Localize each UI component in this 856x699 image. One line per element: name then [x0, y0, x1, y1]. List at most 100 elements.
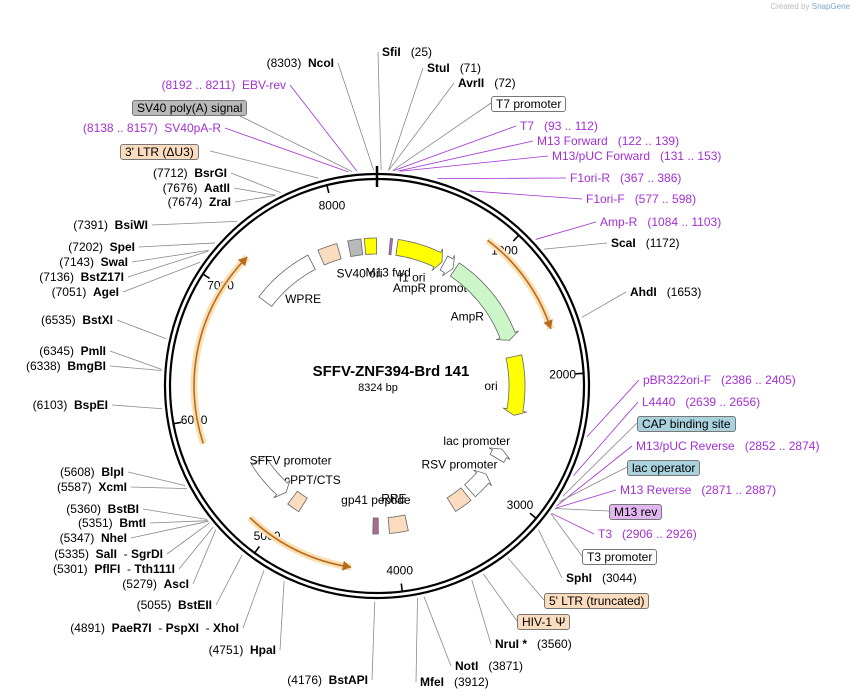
primer-m13pucforward: M13/pUC Forward (131 .. 153) [552, 149, 722, 163]
site-pmli: (6345) PmlI [39, 344, 106, 358]
feature-ori [502, 354, 527, 416]
site-bstz17i: (7136) BstZ17I [39, 270, 124, 284]
site-bsrgi: (7712) BsrGI [152, 166, 227, 180]
site-paer7i: (4891) PaeR7I - PspXI - XhoI [70, 621, 239, 635]
feature-lac-promoter [488, 447, 511, 463]
leader-line [130, 486, 187, 490]
primer-m13reverse: M13 Reverse (2871 .. 2887) [620, 483, 777, 497]
leader-line [209, 150, 319, 179]
leader-line [138, 242, 216, 248]
feature-label: ori [484, 379, 497, 393]
leader-line [130, 520, 209, 539]
leader-line [559, 466, 628, 503]
leader-line [109, 365, 162, 371]
site-stui: StuI (71) [427, 61, 482, 75]
leader-line [221, 106, 353, 172]
tick-3000 [529, 512, 537, 519]
leader-line [393, 125, 517, 172]
credit: Created by SnapGene [770, 2, 850, 11]
leader-line [554, 489, 617, 509]
site-ncoi: (8303) NcoI [266, 56, 334, 70]
feature-m13-fwd [388, 238, 394, 256]
primer-m13forward: M13 Forward (122 .. 139) [537, 134, 680, 148]
feature-label-hiv-1-: HIV-1 Ψ [517, 614, 571, 630]
leader-line [423, 596, 452, 667]
leader-line [109, 350, 162, 370]
feature-label: SV40 ori [336, 266, 382, 280]
site-agei: (7051) AgeI [51, 285, 119, 299]
site-xcmi: (5587) XcmI [56, 480, 127, 494]
leader-line [551, 512, 595, 535]
tick-1000 [512, 234, 520, 242]
leader-line [388, 67, 424, 171]
feature-block-12 [317, 243, 342, 266]
leader-line [437, 177, 567, 180]
site-nhei: (5347) NheI [59, 531, 127, 545]
site-bstbi: (5360) BstBI [66, 502, 139, 516]
leader-line [279, 580, 285, 651]
feature-gp41-peptide [372, 517, 379, 535]
feature-sv40-ori [347, 238, 364, 258]
leader-line [233, 187, 276, 196]
leader-line [483, 573, 518, 622]
leader-line [392, 102, 492, 171]
site-scai: ScaI (1172) [611, 236, 680, 250]
site-aatii: (7676) AatII [162, 181, 230, 195]
feature-label-m13-rev: M13 rev [609, 504, 663, 520]
leader-line [507, 557, 545, 601]
leader-line [131, 249, 210, 263]
site-bstxi: (6535) BstXI [40, 313, 113, 327]
site-swai: (7143) SwaI [59, 255, 128, 269]
leader-line [127, 250, 209, 278]
orf-line [487, 239, 552, 330]
leader-line [415, 598, 418, 683]
snapgene-brand: SnapGene [811, 2, 850, 11]
leader-line [471, 579, 492, 645]
primer-t3: T3 (2906 .. 2926) [598, 527, 697, 541]
tick-label: 3000 [507, 498, 534, 512]
primer-t7: T7 (93 .. 112) [520, 119, 598, 133]
feature-label: M13 fwd [365, 266, 410, 280]
leader-line [116, 319, 167, 340]
site-bmgbi: (6338) BmgBI [25, 359, 106, 373]
feature-label: SFFV promoter [250, 453, 332, 467]
site-blpi: (5608) BlpI [59, 465, 124, 479]
leader-line [398, 140, 534, 172]
leader-line [544, 242, 608, 250]
leader-line [230, 172, 281, 194]
feature-label: WPRE [285, 292, 321, 306]
tick-label: 2000 [549, 368, 576, 382]
feature-block-14 [363, 237, 378, 255]
leader-line [142, 508, 208, 520]
feature-ampr-promoter [439, 255, 455, 277]
site-bsteii: (5055) BstEII [136, 598, 212, 612]
tick-6000 [173, 421, 182, 425]
feature-sffv-promoter [251, 455, 291, 499]
primer-ampr: Amp-R (1084 .. 1103) [600, 215, 722, 229]
feature-ampr [449, 262, 519, 341]
leader-line [581, 291, 627, 318]
feature-label: AmpR promoter [393, 281, 478, 295]
site-sphi: SphI (3044) [566, 571, 637, 585]
site-spei: (7202) SpeI [68, 240, 135, 254]
primer-m13pucreverse: M13/pUC Reverse (2852 .. 2874) [636, 439, 820, 453]
credit-prefix: Created by [770, 2, 810, 11]
feature-label-5-ltr-truncated-: 5' LTR (truncated) [544, 593, 650, 609]
site-ahdi: AhdI (1653) [630, 285, 702, 299]
site-mfei: MfeI (3912) [420, 675, 489, 689]
site-sfii: SfiI (25) [382, 45, 433, 59]
feature-label: RSV promoter [421, 458, 497, 472]
site-nrui: NruI * (3560) [495, 637, 572, 651]
leader-line [224, 127, 349, 173]
site-avrii: AvrII (72) [458, 76, 516, 90]
leader-line [538, 529, 563, 579]
feature-rsv-promoter [464, 469, 492, 498]
tick-5000 [253, 546, 260, 554]
tick-label: 8000 [319, 199, 346, 213]
site-sali: (5335) SalI - SgrDI [54, 547, 163, 561]
feature-block-6 [446, 487, 472, 512]
leader-line [234, 195, 276, 203]
leader-line [556, 445, 633, 507]
orf-arrowhead [342, 560, 352, 571]
